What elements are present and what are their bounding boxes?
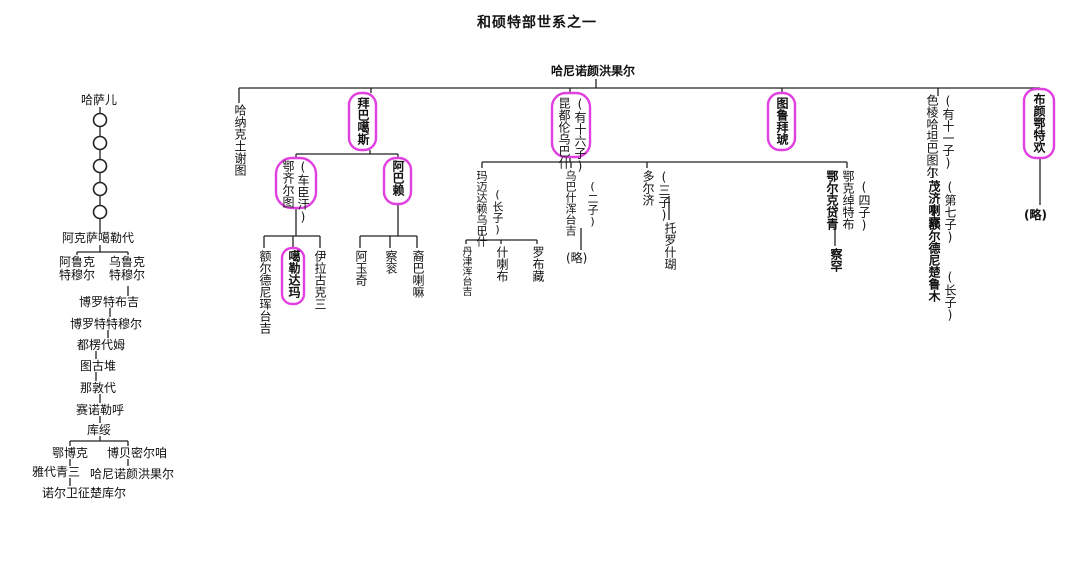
node-yadaiqingsan: 雅代青三 bbox=[32, 465, 81, 479]
node-danjin-huntaiji: 丹津浑台吉 bbox=[460, 246, 471, 296]
node-mamai-dalai: 玛迈达赖乌巴什 bbox=[475, 170, 488, 247]
node-ablai: 阿巴赖 bbox=[391, 160, 405, 196]
node-aksagaledai: 阿克萨噶勒代 bbox=[62, 231, 135, 245]
node-erdeni-huntaiji: 额尔德尼珲台吉 bbox=[258, 250, 272, 334]
node-alukt: 阿鲁克特穆尔 bbox=[58, 255, 95, 282]
node-ochirtu: 鄂齐尔图 bbox=[281, 160, 295, 208]
note-ubashi-omitted: (略) bbox=[566, 251, 588, 265]
note-s7-eldest: (长子) bbox=[943, 270, 957, 322]
note-eldest-son: (长子) bbox=[491, 188, 504, 236]
note-fourth-son: (四子) bbox=[857, 180, 871, 232]
note-checheng-khan: (车臣汗) bbox=[296, 160, 310, 224]
node-nuoerwei: 诺尔卫征楚库尔 bbox=[42, 486, 127, 500]
node-ubashi-huntaiji: 乌巴什浑台吉 bbox=[564, 170, 577, 236]
node-kundulun: 昆都伦乌巴什 bbox=[557, 97, 571, 169]
note-buyan-omitted: (略) bbox=[1024, 208, 1047, 222]
node-baibagasi: 拜巴噶斯 bbox=[356, 97, 370, 145]
node-nadundai: 那敦代 bbox=[80, 381, 117, 395]
node-hasar: 哈萨儿 bbox=[81, 93, 118, 107]
node-erkedaiqing: 鄂尔克贷青 bbox=[825, 170, 839, 230]
node-borotbuji: 博罗特布吉 bbox=[79, 295, 140, 309]
node-buyan: 布颜鄂特欢 bbox=[1032, 93, 1046, 153]
node-dulengdaim: 都楞代姆 bbox=[77, 338, 126, 352]
node-yilagukesan: 伊拉古克三 bbox=[313, 250, 327, 310]
node-sainuolehu: 赛诺勒呼 bbox=[76, 403, 125, 417]
node-ayuqi: 阿玉奇 bbox=[354, 250, 368, 286]
node-kusui: 库绥 bbox=[87, 423, 112, 437]
node-chahan: 察罕 bbox=[829, 248, 843, 272]
node-root-honggor: 哈尼诺颜洪果尔 bbox=[551, 64, 636, 78]
node-borottemur: 博罗特特穆尔 bbox=[70, 317, 143, 331]
node-tulubaihu: 图鲁拜琥 bbox=[775, 97, 789, 145]
node-eboke: 鄂博克 bbox=[52, 446, 89, 460]
node-luobuzang: 罗布藏 bbox=[531, 246, 545, 282]
node-uluk: 乌鲁克特穆尔 bbox=[108, 255, 145, 282]
node-tugudui: 图古堆 bbox=[80, 359, 117, 373]
node-galdama: 噶勒达玛 bbox=[287, 250, 301, 298]
node-bobeimirzan: 博贝密尔咱 bbox=[107, 446, 168, 460]
note-16-sons: (有十六子) bbox=[573, 97, 587, 173]
node-erdeni-chulum: 额尔德尼楚鲁木 bbox=[927, 218, 941, 302]
chart-title: 和硕特部世系之一 bbox=[477, 15, 597, 31]
note-seventh-son: (第七子) bbox=[943, 180, 957, 244]
node-maojilake: 茂济喇克 bbox=[927, 180, 941, 228]
node-shilabu: 什喇布 bbox=[495, 246, 509, 282]
note-11-sons: (有十一子) bbox=[941, 94, 955, 170]
node-chagun: 察衮 bbox=[384, 250, 398, 274]
node-toroshihu: 托罗什瑚 bbox=[663, 222, 677, 270]
node-dorji: 多尔济 bbox=[641, 170, 655, 206]
node-okchotbu: 鄂克绰特布 bbox=[841, 170, 855, 230]
node-honggor-left: 哈尼诺颜洪果尔 bbox=[90, 467, 175, 481]
node-hanake: 哈纳克土谢图 bbox=[233, 104, 247, 176]
node-yiba-lama: 裔巴喇嘛 bbox=[411, 250, 425, 298]
note-third-son: (三子) bbox=[657, 170, 671, 222]
note-second-son: (二子) bbox=[586, 180, 599, 228]
node-selen: 色棱哈坦巴图尔 bbox=[925, 94, 939, 178]
